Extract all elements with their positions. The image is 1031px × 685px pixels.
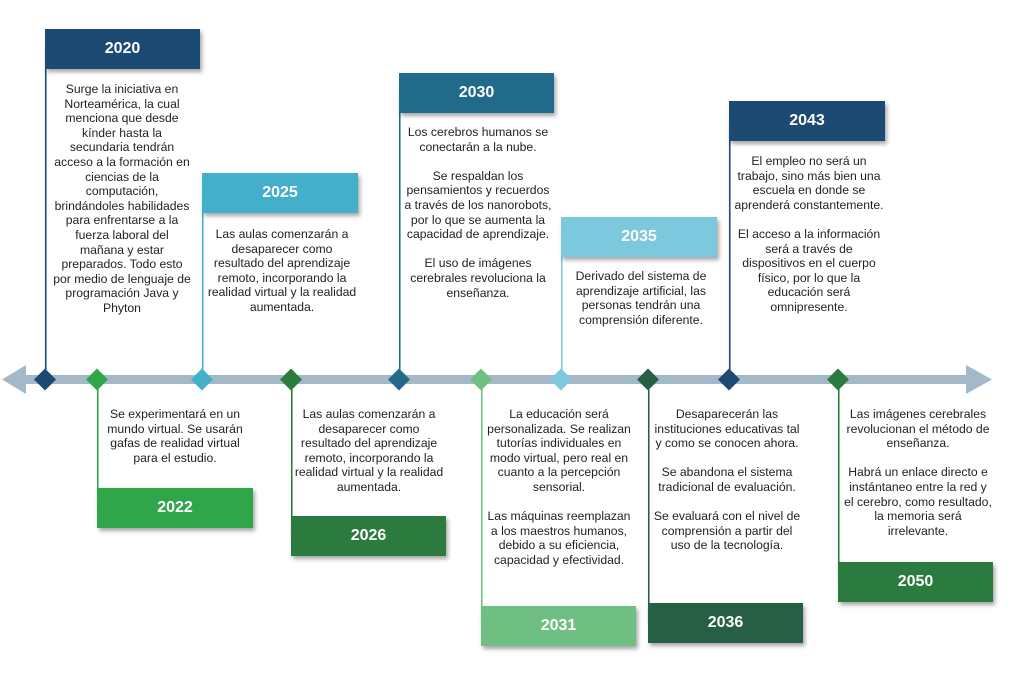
diamond-marker-2025 bbox=[191, 368, 213, 391]
description-paragraph: El empleo no será un trabajo, sino más b… bbox=[734, 154, 884, 212]
description-paragraph: Se respaldan los pensamientos y recuerdo… bbox=[404, 168, 552, 242]
milestone-description-2031: La educación será personalizada. Se real… bbox=[484, 407, 634, 568]
diamond-marker-2022 bbox=[86, 368, 108, 391]
left-arrow-icon bbox=[2, 365, 26, 394]
year-box-2022: 2022 bbox=[97, 488, 253, 528]
description-paragraph: Se experimentará en un mundo virtual. Se… bbox=[107, 407, 243, 465]
year-box-2030: 2030 bbox=[399, 73, 554, 113]
diamond-marker-2043 bbox=[718, 368, 740, 391]
diamond-marker-2031 bbox=[470, 368, 492, 391]
description-paragraph: Las aulas comenzarán a desaparecer como … bbox=[207, 227, 357, 314]
description-paragraph: El uso de imágenes cerebrales revolucion… bbox=[410, 256, 546, 300]
year-box-2025: 2025 bbox=[202, 173, 358, 213]
diamond-marker-2026 bbox=[280, 368, 302, 391]
timeline-axis-bar bbox=[22, 375, 972, 384]
year-box-2026: 2026 bbox=[291, 516, 446, 556]
description-paragraph: Se evaluará con el nivel de comprensión … bbox=[653, 509, 801, 553]
diamond-marker-2036 bbox=[637, 368, 659, 391]
timeline-axis bbox=[2, 365, 992, 394]
milestone-description-2036: Desaparecerán las instituciones educativ… bbox=[652, 407, 802, 553]
description-paragraph: Las aulas comenzarán a desaparecer como … bbox=[294, 407, 444, 494]
milestone-description-2026: Las aulas comenzarán a desaparecer como … bbox=[294, 407, 444, 495]
description-paragraph: Los cerebros humanos se conectarán a la … bbox=[407, 125, 549, 154]
milestone-description-2050: Las imágenes cerebrales revolucionan el … bbox=[843, 407, 993, 538]
description-paragraph: Las máquinas reemplazan a los maestros h… bbox=[487, 509, 631, 567]
year-box-2031: 2031 bbox=[481, 606, 636, 646]
year-box-2050: 2050 bbox=[838, 562, 993, 602]
milestone-description-2022: Se experimentará en un mundo virtual. Se… bbox=[100, 407, 250, 465]
year-box-2035: 2035 bbox=[561, 217, 717, 257]
year-box-2043: 2043 bbox=[729, 101, 885, 141]
milestone-description-2025: Las aulas comenzarán a desaparecer como … bbox=[207, 227, 357, 315]
diamond-marker-2035 bbox=[550, 368, 572, 391]
diamond-marker-2050 bbox=[827, 368, 849, 391]
year-box-2020: 2020 bbox=[45, 29, 200, 69]
description-paragraph: El acceso a la información será a través… bbox=[737, 226, 881, 314]
description-paragraph: La educación será personalizada. Se real… bbox=[487, 407, 631, 494]
description-paragraph: Desaparecerán las instituciones educativ… bbox=[654, 407, 800, 451]
year-box-2036: 2036 bbox=[648, 603, 803, 643]
diamond-marker-2020 bbox=[34, 368, 56, 391]
diamond-marker-2030 bbox=[388, 368, 410, 391]
description-paragraph: Las imágenes cerebrales revolucionan el … bbox=[846, 407, 990, 451]
milestone-description-2043: El empleo no será un trabajo, sino más b… bbox=[734, 154, 884, 315]
description-paragraph: Se abandona el sistema tradicional de ev… bbox=[658, 465, 796, 494]
right-arrow-icon bbox=[966, 365, 992, 394]
milestone-description-2035: Derivado del sistema de aprendizaje arti… bbox=[566, 269, 716, 327]
milestone-description-2020: Surge la iniciativa en Norteamérica, la … bbox=[52, 82, 192, 316]
description-paragraph: Habrá un enlace directo e instántaneo en… bbox=[844, 465, 992, 538]
description-paragraph: Derivado del sistema de aprendizaje arti… bbox=[575, 269, 707, 327]
milestone-description-2030: Los cerebros humanos se conectarán a la … bbox=[404, 125, 552, 300]
description-paragraph: Surge la iniciativa en Norteamérica, la … bbox=[53, 82, 191, 315]
